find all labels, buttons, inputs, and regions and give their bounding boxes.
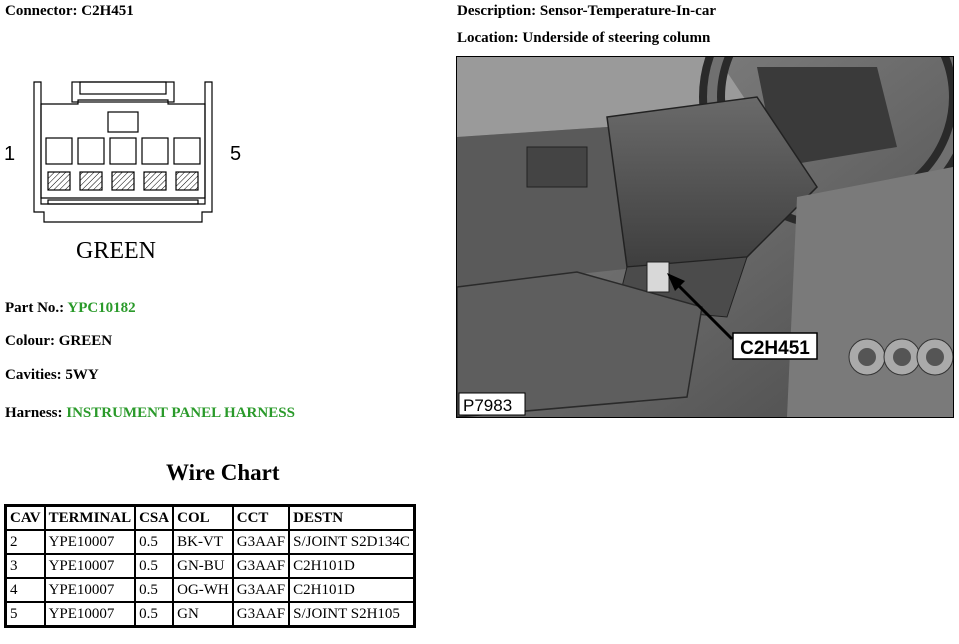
table-cell: 2 bbox=[4, 529, 46, 555]
table-cell: 0.5 bbox=[134, 529, 175, 555]
table-cell: 4 bbox=[4, 577, 46, 603]
table-cell: YPE10007 bbox=[43, 529, 137, 555]
table-cell: 0.5 bbox=[134, 601, 175, 628]
cavities-value: 5WY bbox=[65, 367, 99, 383]
colour-field: Colour: GREEN bbox=[5, 333, 112, 350]
table-cell: S/JOINT S2D134C bbox=[288, 529, 416, 555]
description-value: Sensor-Temperature-In-car bbox=[539, 3, 716, 19]
harness-field: Harness: INSTRUMENT PANEL HARNESS bbox=[5, 405, 295, 422]
cavity-1 bbox=[45, 137, 73, 165]
column-header: CCT bbox=[231, 504, 291, 531]
table-cell: 0.5 bbox=[134, 577, 175, 603]
cavities-label: Cavities: bbox=[5, 367, 62, 383]
cavity-row bbox=[45, 137, 201, 165]
description-label: Description: bbox=[457, 3, 537, 19]
table-cell: C2H101D bbox=[288, 577, 416, 603]
pin-1-label: 1 bbox=[4, 143, 15, 165]
table-cell: G3AAF bbox=[231, 601, 291, 628]
column-header: DESTN bbox=[288, 504, 416, 531]
table-cell: 5 bbox=[4, 601, 46, 628]
latch-row bbox=[47, 171, 199, 191]
connector-label: Connector: bbox=[5, 3, 78, 19]
connector-value: C2H451 bbox=[81, 3, 134, 19]
harness-value: INSTRUMENT PANEL HARNESS bbox=[66, 405, 295, 421]
wire-chart-title: Wire Chart bbox=[166, 460, 280, 485]
table-cell: G3AAF bbox=[231, 529, 291, 555]
location-illustration: C2H451 P7983 bbox=[457, 57, 953, 417]
part-no-value: YPC10182 bbox=[67, 300, 136, 316]
cavity-4 bbox=[141, 137, 169, 165]
table-cell: YPE10007 bbox=[43, 601, 137, 628]
part-no-field: Part No.: YPC10182 bbox=[5, 300, 136, 317]
pin-5-label: 5 bbox=[230, 143, 241, 165]
harness-label: Harness: bbox=[5, 405, 63, 421]
wire-chart-table: CAV TERMINAL CSA COL CCT DESTN 2 YPE1000… bbox=[4, 504, 416, 628]
column-header: CSA bbox=[134, 504, 175, 531]
location-photo: C2H451 P7983 bbox=[456, 56, 954, 418]
table-cell: GN-BU bbox=[172, 553, 234, 579]
photo-callout-label: C2H451 bbox=[740, 338, 810, 359]
cavities-field: Cavities: 5WY bbox=[5, 367, 99, 384]
location-value: Underside of steering column bbox=[522, 30, 711, 46]
table-cell: G3AAF bbox=[231, 553, 291, 579]
table-row: 4 YPE10007 0.5 OG-WH G3AAF C2H101D bbox=[4, 577, 416, 603]
column-header: TERMINAL bbox=[43, 504, 137, 531]
location-label: Location: bbox=[457, 30, 519, 46]
part-no-label: Part No.: bbox=[5, 300, 65, 316]
table-cell: C2H101D bbox=[288, 553, 416, 579]
table-row: 3 YPE10007 0.5 GN-BU G3AAF C2H101D bbox=[4, 553, 416, 579]
connector-field: Connector: C2H451 bbox=[5, 3, 134, 20]
column-header: COL bbox=[172, 504, 234, 531]
cavity-5 bbox=[173, 137, 201, 165]
table-cell: G3AAF bbox=[231, 577, 291, 603]
table-cell: S/JOINT S2H105 bbox=[288, 601, 416, 628]
connector-diagram: 1 5 GREEN bbox=[4, 81, 241, 264]
photo-figure-id: P7983 bbox=[463, 396, 512, 415]
colour-value: GREEN bbox=[58, 333, 113, 349]
table-row: 2 YPE10007 0.5 BK-VT G3AAF S/JOINT S2D13… bbox=[4, 529, 416, 555]
table-cell: 0.5 bbox=[134, 553, 175, 579]
table-cell: 3 bbox=[4, 553, 46, 579]
table-header-row: CAV TERMINAL CSA COL CCT DESTN bbox=[4, 504, 416, 531]
diagram-color-label: GREEN bbox=[76, 238, 156, 264]
table-cell: BK-VT bbox=[172, 529, 234, 555]
colour-label: Colour: bbox=[5, 333, 55, 349]
cavity-2 bbox=[77, 137, 105, 165]
table-cell: YPE10007 bbox=[43, 553, 137, 579]
column-header: CAV bbox=[4, 504, 46, 531]
table-cell: OG-WH bbox=[172, 577, 234, 603]
table-row: 5 YPE10007 0.5 GN G3AAF S/JOINT S2H105 bbox=[4, 601, 416, 628]
table-cell: YPE10007 bbox=[43, 577, 137, 603]
table-cell: GN bbox=[172, 601, 234, 628]
cavity-3 bbox=[109, 137, 137, 165]
description-field: Description: Sensor-Temperature-In-car bbox=[457, 3, 716, 20]
location-field: Location: Underside of steering column bbox=[457, 30, 710, 47]
